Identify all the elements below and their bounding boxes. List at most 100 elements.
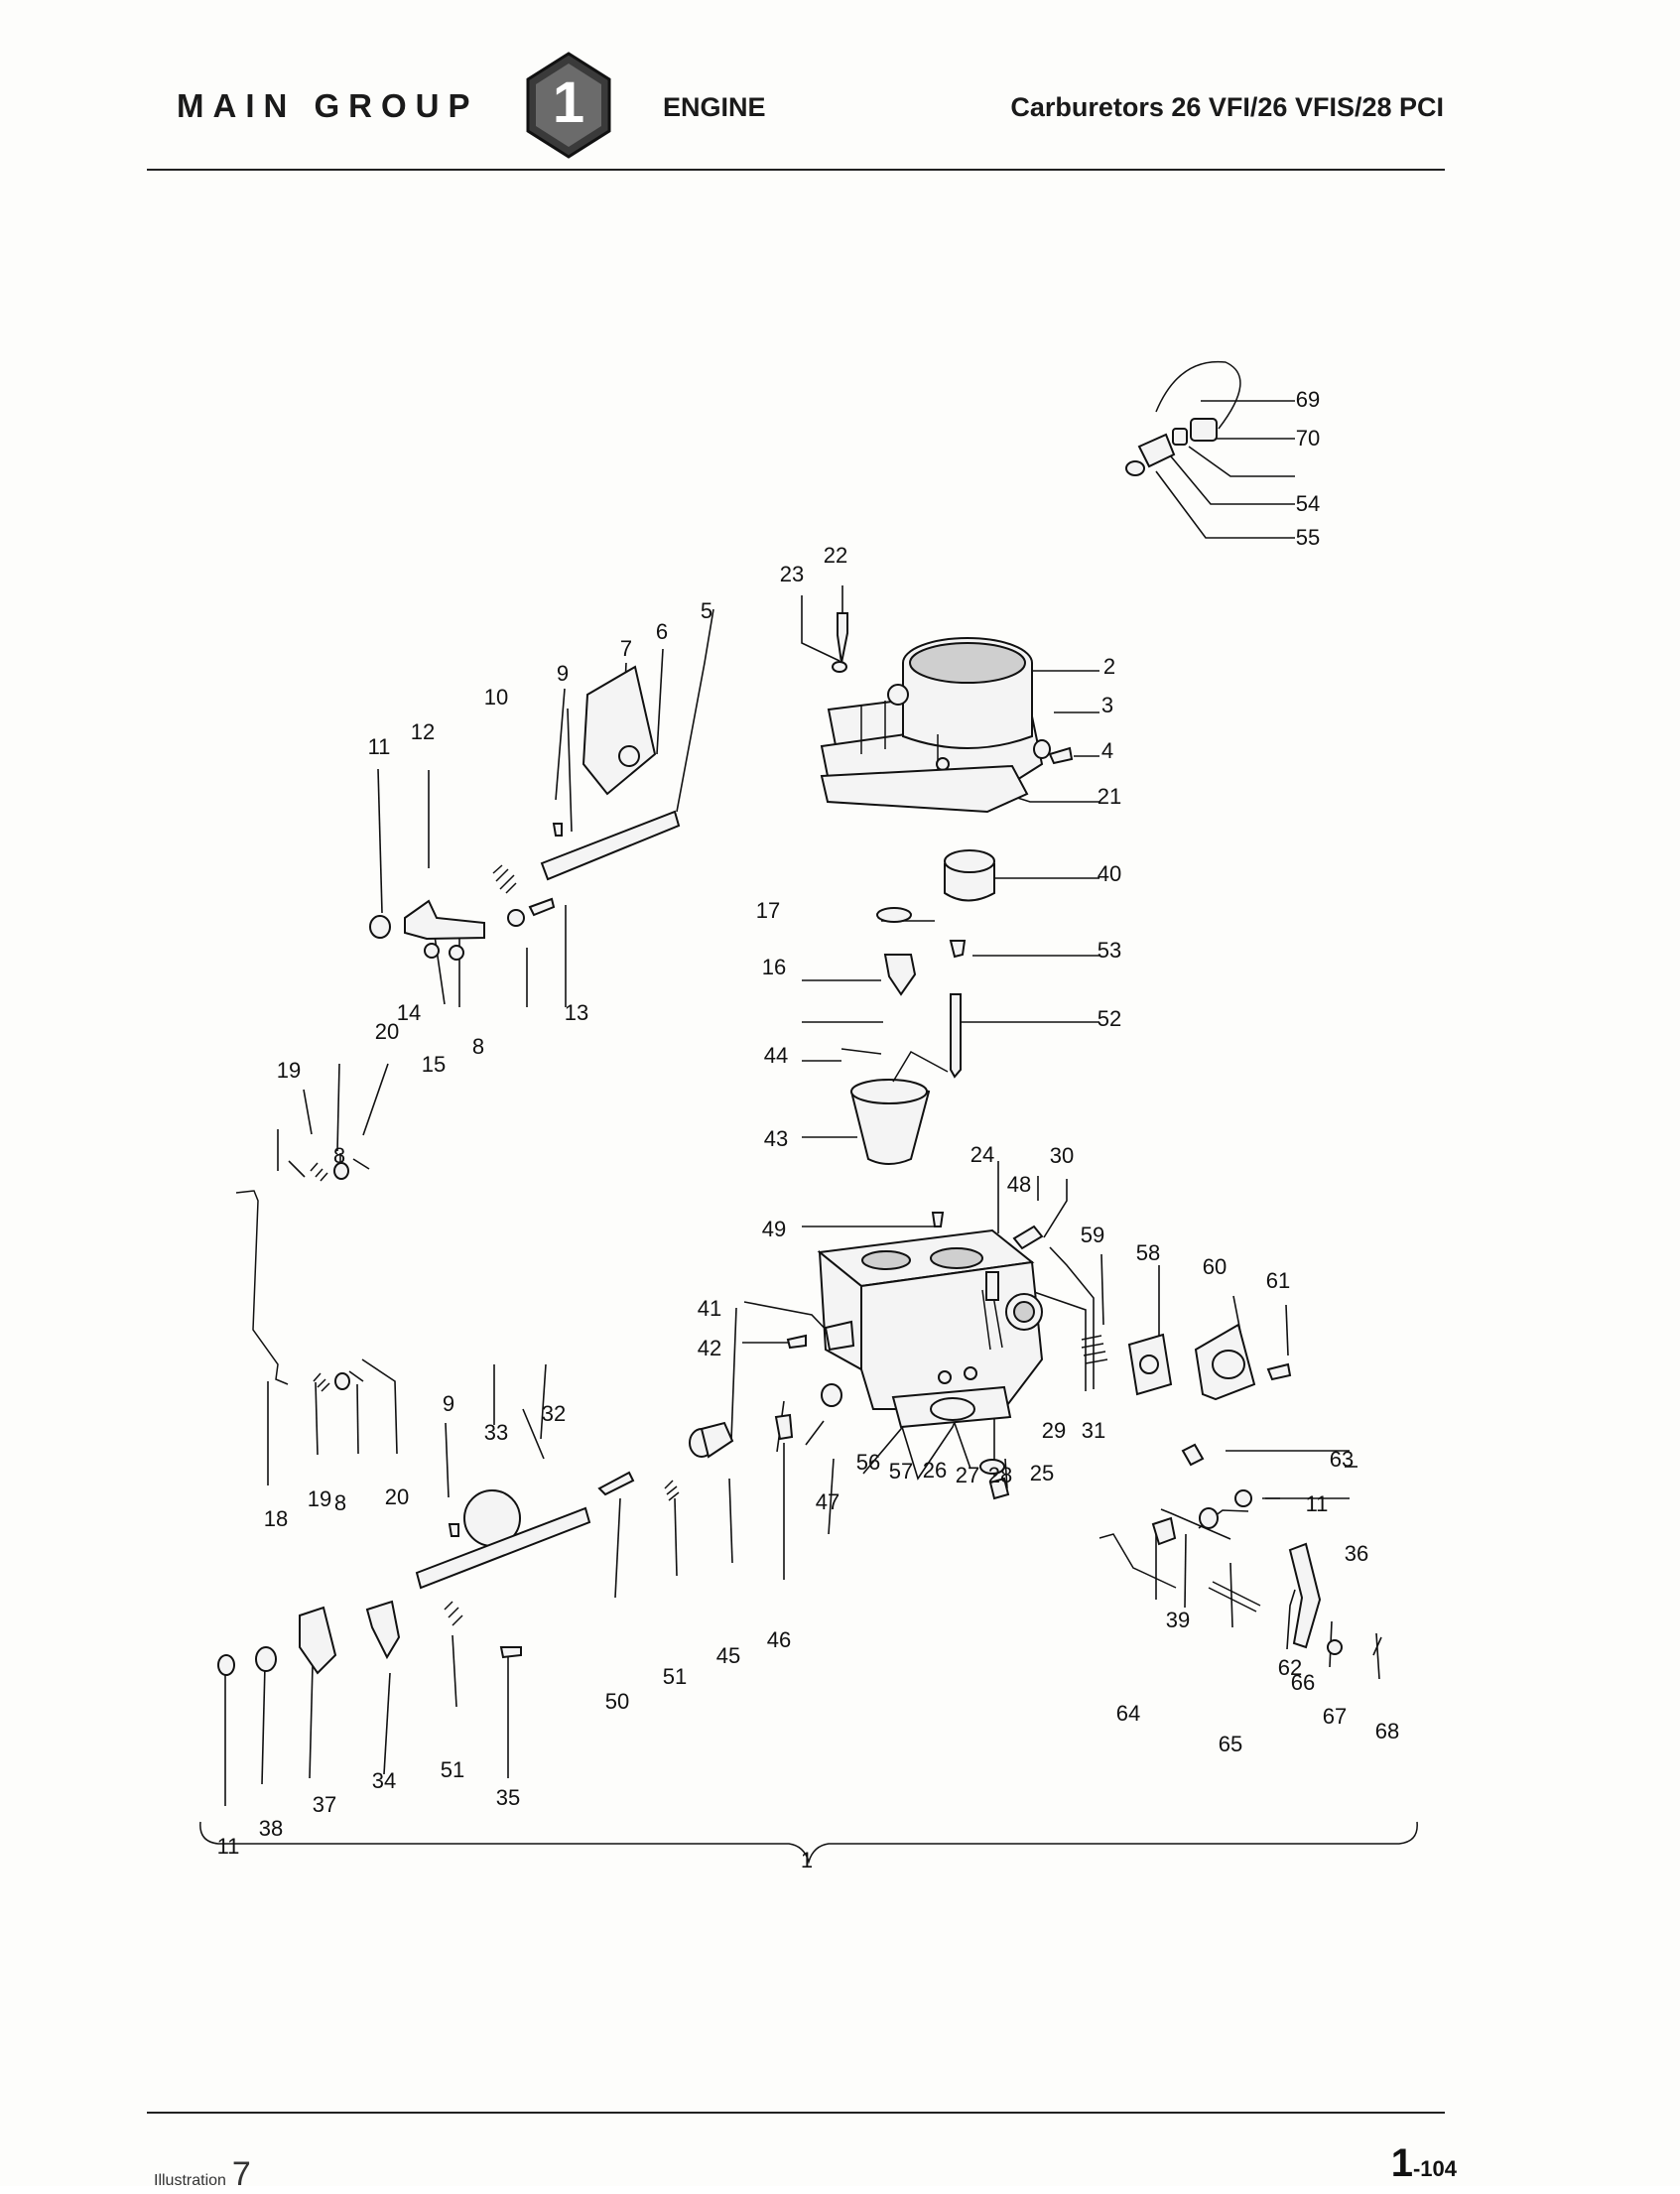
- part-number-label: 46: [767, 1627, 791, 1652]
- part-number-label: 26: [923, 1458, 947, 1483]
- split-pin-part: [1372, 1636, 1382, 1656]
- part-number-label: 1: [801, 1848, 813, 1872]
- choke-spring-part: [492, 864, 517, 894]
- illustration-caption: Illustration 7: [154, 2155, 251, 2194]
- part-number-label: 29: [1042, 1418, 1066, 1443]
- main-jet-carrier-part: [689, 1421, 734, 1459]
- part-number-label: 9: [557, 661, 569, 686]
- rod-washer-part: [333, 1162, 349, 1180]
- part-number-label: 28: [988, 1463, 1012, 1487]
- cover-screw-part: [1266, 1362, 1292, 1381]
- part-number-label: 25: [1030, 1461, 1054, 1485]
- part-number-label: 27: [956, 1463, 979, 1487]
- part-number-label: 22: [824, 543, 847, 568]
- part-number-label: 11: [217, 1834, 240, 1859]
- part-number-label: 55: [1296, 525, 1320, 550]
- washer-part-2: [832, 661, 847, 673]
- throttle-lever-part: [365, 1600, 401, 1660]
- part-number-label: 31: [1082, 1418, 1105, 1443]
- part-number-label: 8: [333, 1143, 345, 1168]
- part-number-label: 51: [441, 1757, 464, 1782]
- pilot-jet-part: [821, 1383, 842, 1407]
- washer-part-6: [449, 945, 464, 961]
- idle-adjust-screw-part: [597, 1471, 635, 1496]
- throttle-spring-part: [444, 1601, 463, 1626]
- cover-gasket-part: [820, 764, 1029, 814]
- pump-diaphragm-part: [849, 1050, 949, 1165]
- part-number-label: 24: [970, 1142, 994, 1167]
- pump-spring-part: [1081, 1335, 1108, 1364]
- cotter-pin-part: [1181, 1443, 1205, 1467]
- choke-nut-part: [369, 915, 391, 939]
- gasket-ring-part: [1125, 460, 1145, 476]
- part-number-label: 53: [1098, 938, 1121, 963]
- clamp-screw-part: [528, 897, 556, 917]
- page-number: 1-104: [1391, 2141, 1457, 2186]
- rod-spring-part: [310, 1162, 328, 1182]
- part-number-label: 19: [277, 1058, 301, 1083]
- choke-valve-part: [582, 665, 657, 796]
- part-number-label: 59: [1081, 1223, 1104, 1247]
- part-number-label: 67: [1323, 1704, 1347, 1729]
- main-group-heading: MAIN GROUP: [177, 87, 479, 124]
- footer-rule: [147, 2112, 1445, 2114]
- hose-clamp-part: [1190, 418, 1218, 442]
- part-number-label: 20: [375, 1019, 399, 1044]
- group-number: 1: [552, 70, 585, 135]
- part-number-label: 8: [334, 1490, 346, 1515]
- emulsion-tube-part: [950, 993, 962, 1079]
- part-number-label: 47: [816, 1489, 840, 1514]
- part-number-label: 23: [780, 562, 804, 586]
- fuel-hose-part: [1155, 360, 1241, 430]
- header-rule: [147, 169, 1445, 171]
- throttle-washer-part: [255, 1646, 277, 1672]
- idle-spring-part: [664, 1480, 680, 1501]
- jet-part: [931, 1212, 945, 1227]
- part-number-label: 33: [484, 1420, 508, 1445]
- washer-part-4: [1199, 1507, 1219, 1529]
- choke-lever-part: [404, 899, 485, 941]
- throttle-screw-part: [499, 1646, 522, 1659]
- part-number-label: 4: [1101, 738, 1113, 763]
- part-number-labels: 1234567888991011111112131415161718191920…: [217, 387, 1400, 1872]
- part-number-label: 49: [762, 1217, 786, 1241]
- part-number-label: 30: [1050, 1143, 1074, 1168]
- choke-valve-screw-part: [552, 823, 563, 837]
- lock-washer-part: [507, 909, 525, 927]
- part-number-label: 66: [1291, 1670, 1315, 1695]
- part-number-label: 63: [1330, 1447, 1354, 1472]
- part-number-label: 70: [1296, 426, 1320, 451]
- part-number-label: 51: [663, 1664, 687, 1689]
- parts: [199, 360, 1418, 1865]
- nut-part-2: [1234, 1489, 1252, 1507]
- part-number-label: 11: [368, 734, 391, 759]
- part-number-label: 11: [1306, 1491, 1329, 1516]
- cotter-part: [352, 1158, 370, 1170]
- connecting-rod-part: [235, 1190, 289, 1385]
- part-number-label: 15: [422, 1052, 446, 1077]
- part-number-label: 9: [443, 1391, 454, 1416]
- part-number-label: 54: [1296, 491, 1320, 516]
- badge-shape: [526, 52, 611, 159]
- part-number-label: 6: [656, 619, 668, 644]
- washer-part-3: [979, 1459, 1005, 1475]
- part-number-label: 20: [385, 1484, 409, 1509]
- nut-part: [988, 1477, 1010, 1500]
- illustration-number: 7: [231, 2155, 251, 2193]
- leader-lines: [224, 400, 1380, 1806]
- illustration-label: Illustration: [154, 2172, 226, 2189]
- section-heading: ENGINE: [663, 92, 766, 122]
- throttle-nut-part: [217, 1654, 235, 1676]
- part-number-label: 56: [856, 1450, 880, 1475]
- page-number-main: 1: [1390, 2141, 1413, 2185]
- cotter-part-2: [348, 1370, 364, 1382]
- page-title: Carburetors 26 VFI/26 VFIS/28 PCI: [1010, 92, 1444, 122]
- part-number-label: 41: [698, 1296, 721, 1321]
- bracket-part: [824, 1320, 855, 1352]
- float-part: [944, 849, 995, 902]
- part-number-label: 60: [1203, 1254, 1227, 1279]
- part-number-label: 38: [259, 1816, 283, 1841]
- part-number-label: 8: [472, 1034, 484, 1059]
- part-number-label: 13: [565, 1000, 588, 1025]
